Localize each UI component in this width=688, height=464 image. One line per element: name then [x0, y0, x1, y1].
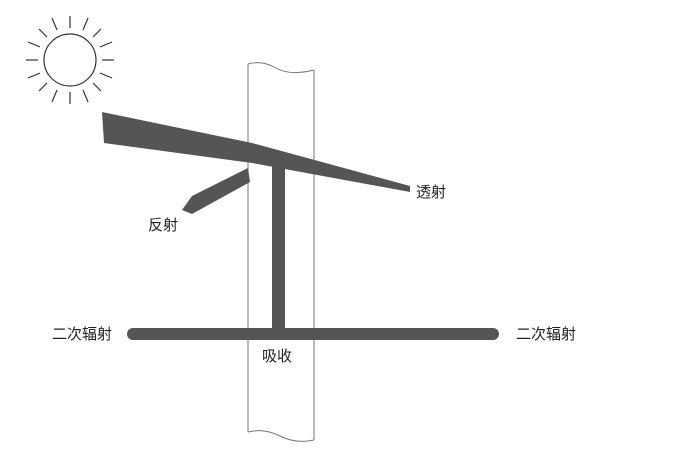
absorption-beam	[272, 161, 285, 333]
reflected-beam	[182, 168, 250, 214]
absorption-label: 吸收	[262, 349, 292, 364]
secondary-radiation-beam	[127, 328, 499, 340]
reflection-label: 反射	[148, 218, 178, 233]
sun-icon	[26, 16, 114, 104]
incident-beam	[102, 112, 410, 192]
secondary-radiation-left-label: 二次辐射	[52, 327, 112, 342]
transmission-label: 透射	[416, 185, 446, 200]
secondary-radiation-right-label: 二次辐射	[516, 327, 576, 342]
